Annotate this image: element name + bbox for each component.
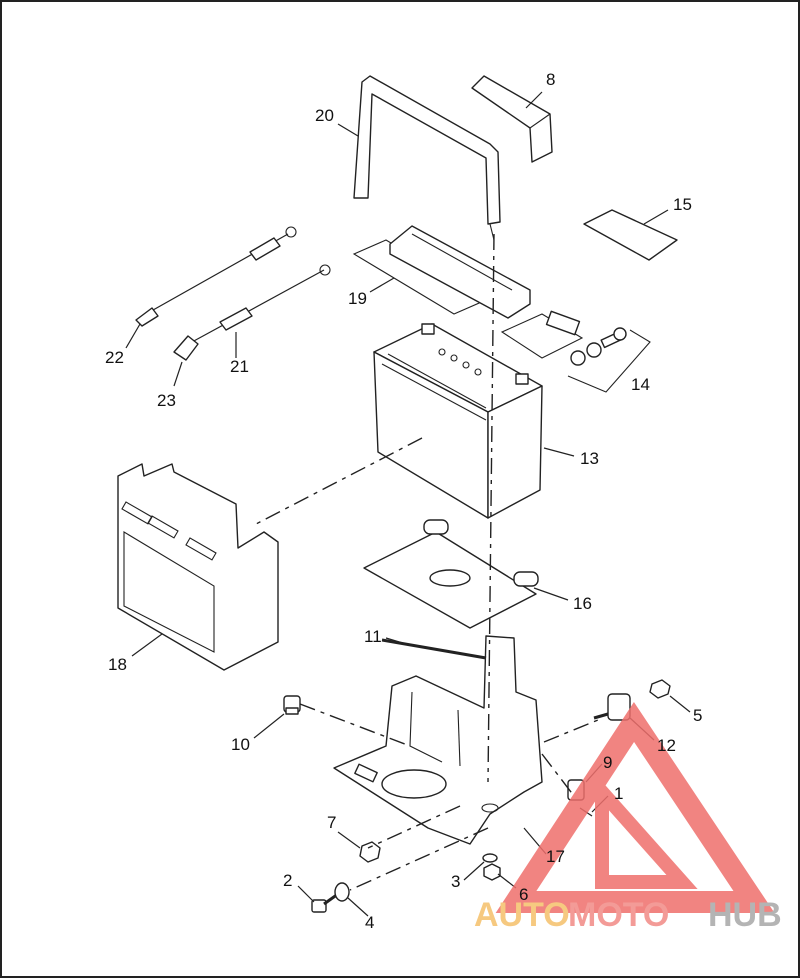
- lock-washer: [482, 853, 498, 863]
- callout-14: 14: [631, 375, 650, 394]
- nut: [649, 679, 671, 699]
- callout-3: 3: [451, 872, 460, 891]
- callout-23: 23: [157, 391, 176, 410]
- callout-7: 7: [327, 813, 336, 832]
- info-label: [583, 209, 678, 261]
- battery-top-pad: [352, 225, 531, 319]
- callout-6: 6: [519, 885, 528, 904]
- warning-label: [471, 75, 553, 163]
- callout-1: 1: [614, 784, 623, 803]
- callout-13: 13: [580, 449, 599, 468]
- callout-12: 12: [657, 736, 676, 755]
- ground-cable: [135, 226, 297, 327]
- flat-washer: [334, 882, 350, 902]
- callout-10: 10: [231, 735, 250, 754]
- rubber-bumper: [283, 695, 301, 715]
- callout-20: 20: [315, 106, 334, 125]
- callout-9: 9: [603, 753, 612, 772]
- callout-16: 16: [573, 594, 592, 613]
- callout-17: 17: [546, 847, 565, 866]
- hold-down-rod: [381, 638, 487, 660]
- locknut: [359, 841, 381, 863]
- callout-8: 8: [546, 70, 555, 89]
- mounting-bolt: [311, 892, 339, 913]
- terminal-hardware-kit: [500, 310, 651, 393]
- watermark-logo: AUTO MOTO HUB: [474, 702, 782, 934]
- positive-cable: [173, 264, 331, 361]
- hold-down-strap: [353, 75, 501, 241]
- watermark-hub: HUB: [708, 896, 782, 934]
- battery: [373, 323, 543, 519]
- callout-19: 19: [348, 289, 367, 308]
- callout-5: 5: [693, 706, 702, 725]
- assembly-lines: [255, 233, 599, 891]
- callout-4: 4: [365, 913, 374, 932]
- callout-22: 22: [105, 348, 124, 367]
- callout-labels: 1 2 3 4 5 6 7 8 9 10 11 12 13 14 15 16 1…: [105, 70, 702, 932]
- battery-tray: [333, 635, 543, 845]
- isolator-mount: [593, 693, 631, 721]
- callout-15: 15: [673, 195, 692, 214]
- callout-21: 21: [230, 357, 249, 376]
- battery-pad: [363, 519, 539, 629]
- callout-11: 11: [364, 627, 382, 646]
- battery-side-cover: [117, 463, 279, 671]
- callout-2: 2: [283, 871, 292, 890]
- watermark-auto: AUTO: [474, 896, 570, 934]
- watermark-moto: MOTO: [568, 896, 669, 934]
- callout-18: 18: [108, 655, 127, 674]
- hex-nut: [483, 863, 501, 881]
